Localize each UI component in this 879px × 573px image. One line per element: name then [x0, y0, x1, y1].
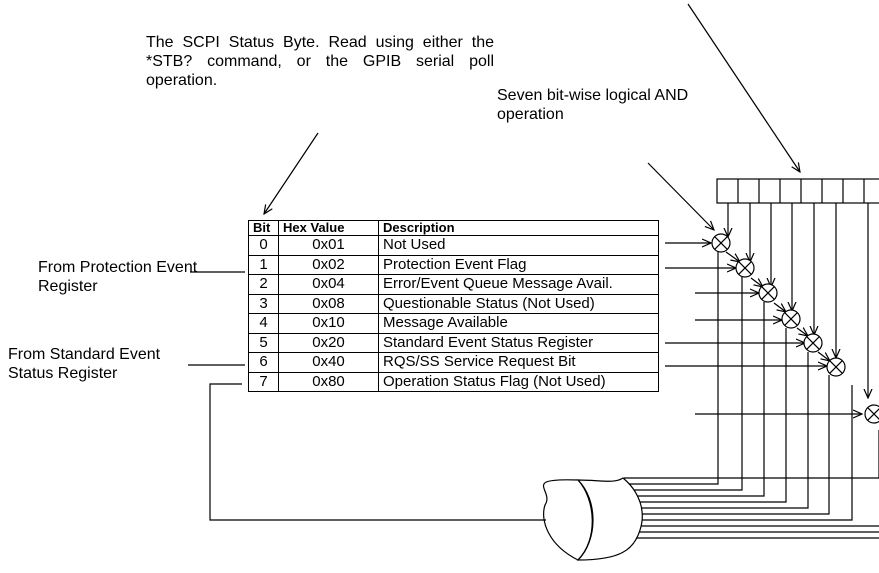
- table-header-row: Bit Hex Value Description: [248, 220, 659, 236]
- cell-bit: 4: [248, 313, 279, 334]
- cell-hex: 0x04: [278, 274, 379, 295]
- cell-description: Not Used: [378, 235, 659, 256]
- and-gates: [711, 233, 879, 424]
- header-hex: Hex Value: [278, 220, 379, 236]
- from-standard-label: From Standard Event Status Register: [8, 346, 161, 382]
- from-protection-label: From Protection Event Register: [38, 259, 198, 295]
- and-gate-1: [735, 258, 755, 278]
- rqs-feedback-line: [209, 383, 546, 521]
- cell-bit: 1: [248, 254, 279, 275]
- header-bit: Bit: [248, 220, 279, 236]
- cell-description: Error/Event Queue Message Avail.: [378, 274, 659, 295]
- cell-bit: 7: [248, 371, 279, 392]
- and-gate-5: [826, 357, 846, 377]
- and-gate-4: [803, 333, 823, 353]
- and-operation-annotation: Seven bit-wise logical AND operation: [497, 87, 689, 123]
- cell-description: Operation Status Flag (Not Used): [378, 371, 659, 392]
- cell-hex: 0x08: [278, 293, 379, 314]
- enable-register: [716, 178, 879, 204]
- and-gate-2: [758, 283, 778, 303]
- cell-hex: 0x01: [278, 235, 379, 256]
- cell-description: Questionable Status (Not Used): [378, 293, 659, 314]
- and-annotation-arrow: [647, 162, 714, 230]
- cell-hex: 0x20: [278, 332, 379, 353]
- enable-register-arrow: [687, 3, 800, 172]
- cell-description: RQS/SS Service Request Bit: [378, 352, 659, 373]
- cell-hex: 0x10: [278, 313, 379, 334]
- cell-hex: 0x40: [278, 352, 379, 373]
- and-gate-3: [781, 309, 801, 329]
- cell-description: Protection Event Flag: [378, 254, 659, 275]
- status-byte-arrow: [264, 132, 319, 214]
- cell-bit: 0: [248, 235, 279, 256]
- cell-description: Message Available: [378, 313, 659, 334]
- cell-hex: 0x02: [278, 254, 379, 275]
- or-gate: [576, 477, 643, 561]
- status-byte-annotation: The SCPI Status Byte. Read using either …: [146, 34, 494, 89]
- enable-register-cells: [737, 179, 865, 203]
- cell-bit: 5: [248, 332, 279, 353]
- cell-description: Standard Event Status Register: [378, 332, 659, 353]
- cell-bit: 3: [248, 293, 279, 314]
- cell-hex: 0x80: [278, 371, 379, 392]
- cell-bit: 6: [248, 352, 279, 373]
- and-gate-0: [711, 233, 731, 253]
- header-description: Description: [378, 220, 659, 236]
- cell-bit: 2: [248, 274, 279, 295]
- and-gate-7: [864, 404, 879, 424]
